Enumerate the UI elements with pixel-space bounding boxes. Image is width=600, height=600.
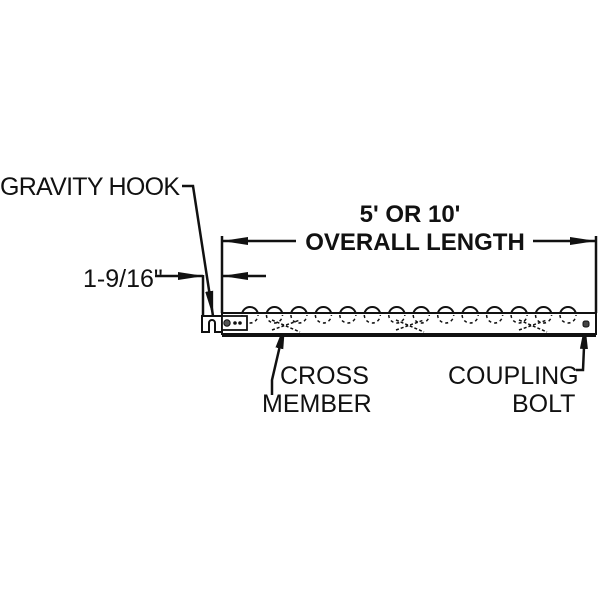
roller-hidden-outline <box>485 314 504 324</box>
roller-hidden-outline <box>510 314 528 324</box>
gravity-hook <box>201 315 223 333</box>
coupling-bolt-label-1: COUPLING <box>448 362 579 390</box>
cross-member-label-1: CROSS <box>280 362 369 390</box>
coupling-bolt-leader <box>576 323 588 372</box>
roller-hidden-outline <box>290 314 308 324</box>
dimension-lines <box>155 184 598 395</box>
coupling-bolt <box>582 320 590 328</box>
roller-hidden-outline <box>339 314 357 324</box>
roller-hidden-outline <box>412 314 430 324</box>
gravity-hook-leader <box>182 184 215 317</box>
length-label-2: OVERALL LENGTH <box>305 229 525 256</box>
side-frame <box>221 312 597 335</box>
roller-hidden-outline <box>363 314 382 324</box>
roller-hidden-outline <box>388 314 406 324</box>
roller-hidden-outline <box>534 314 553 324</box>
roller-hidden-outline <box>559 314 577 324</box>
cross-member-hidden-lines <box>271 319 548 333</box>
cross-member-leader <box>270 323 287 395</box>
length-label-1: 5' OR 10' <box>360 201 461 228</box>
cross-member-label-2: MEMBER <box>262 390 372 418</box>
roller-hidden-outline <box>436 314 455 324</box>
roller-hidden-outline <box>314 314 333 324</box>
roller-hidden-outline <box>461 314 479 324</box>
offset-label: 1-9/16" <box>83 265 163 293</box>
axle-hole <box>223 319 231 327</box>
coupling-bolt-label-2: BOLT <box>512 390 575 418</box>
roller-hidden-outline <box>265 314 284 324</box>
conveyor-section <box>201 306 597 337</box>
gravity-hook-label: GRAVITY HOOK <box>0 173 180 201</box>
